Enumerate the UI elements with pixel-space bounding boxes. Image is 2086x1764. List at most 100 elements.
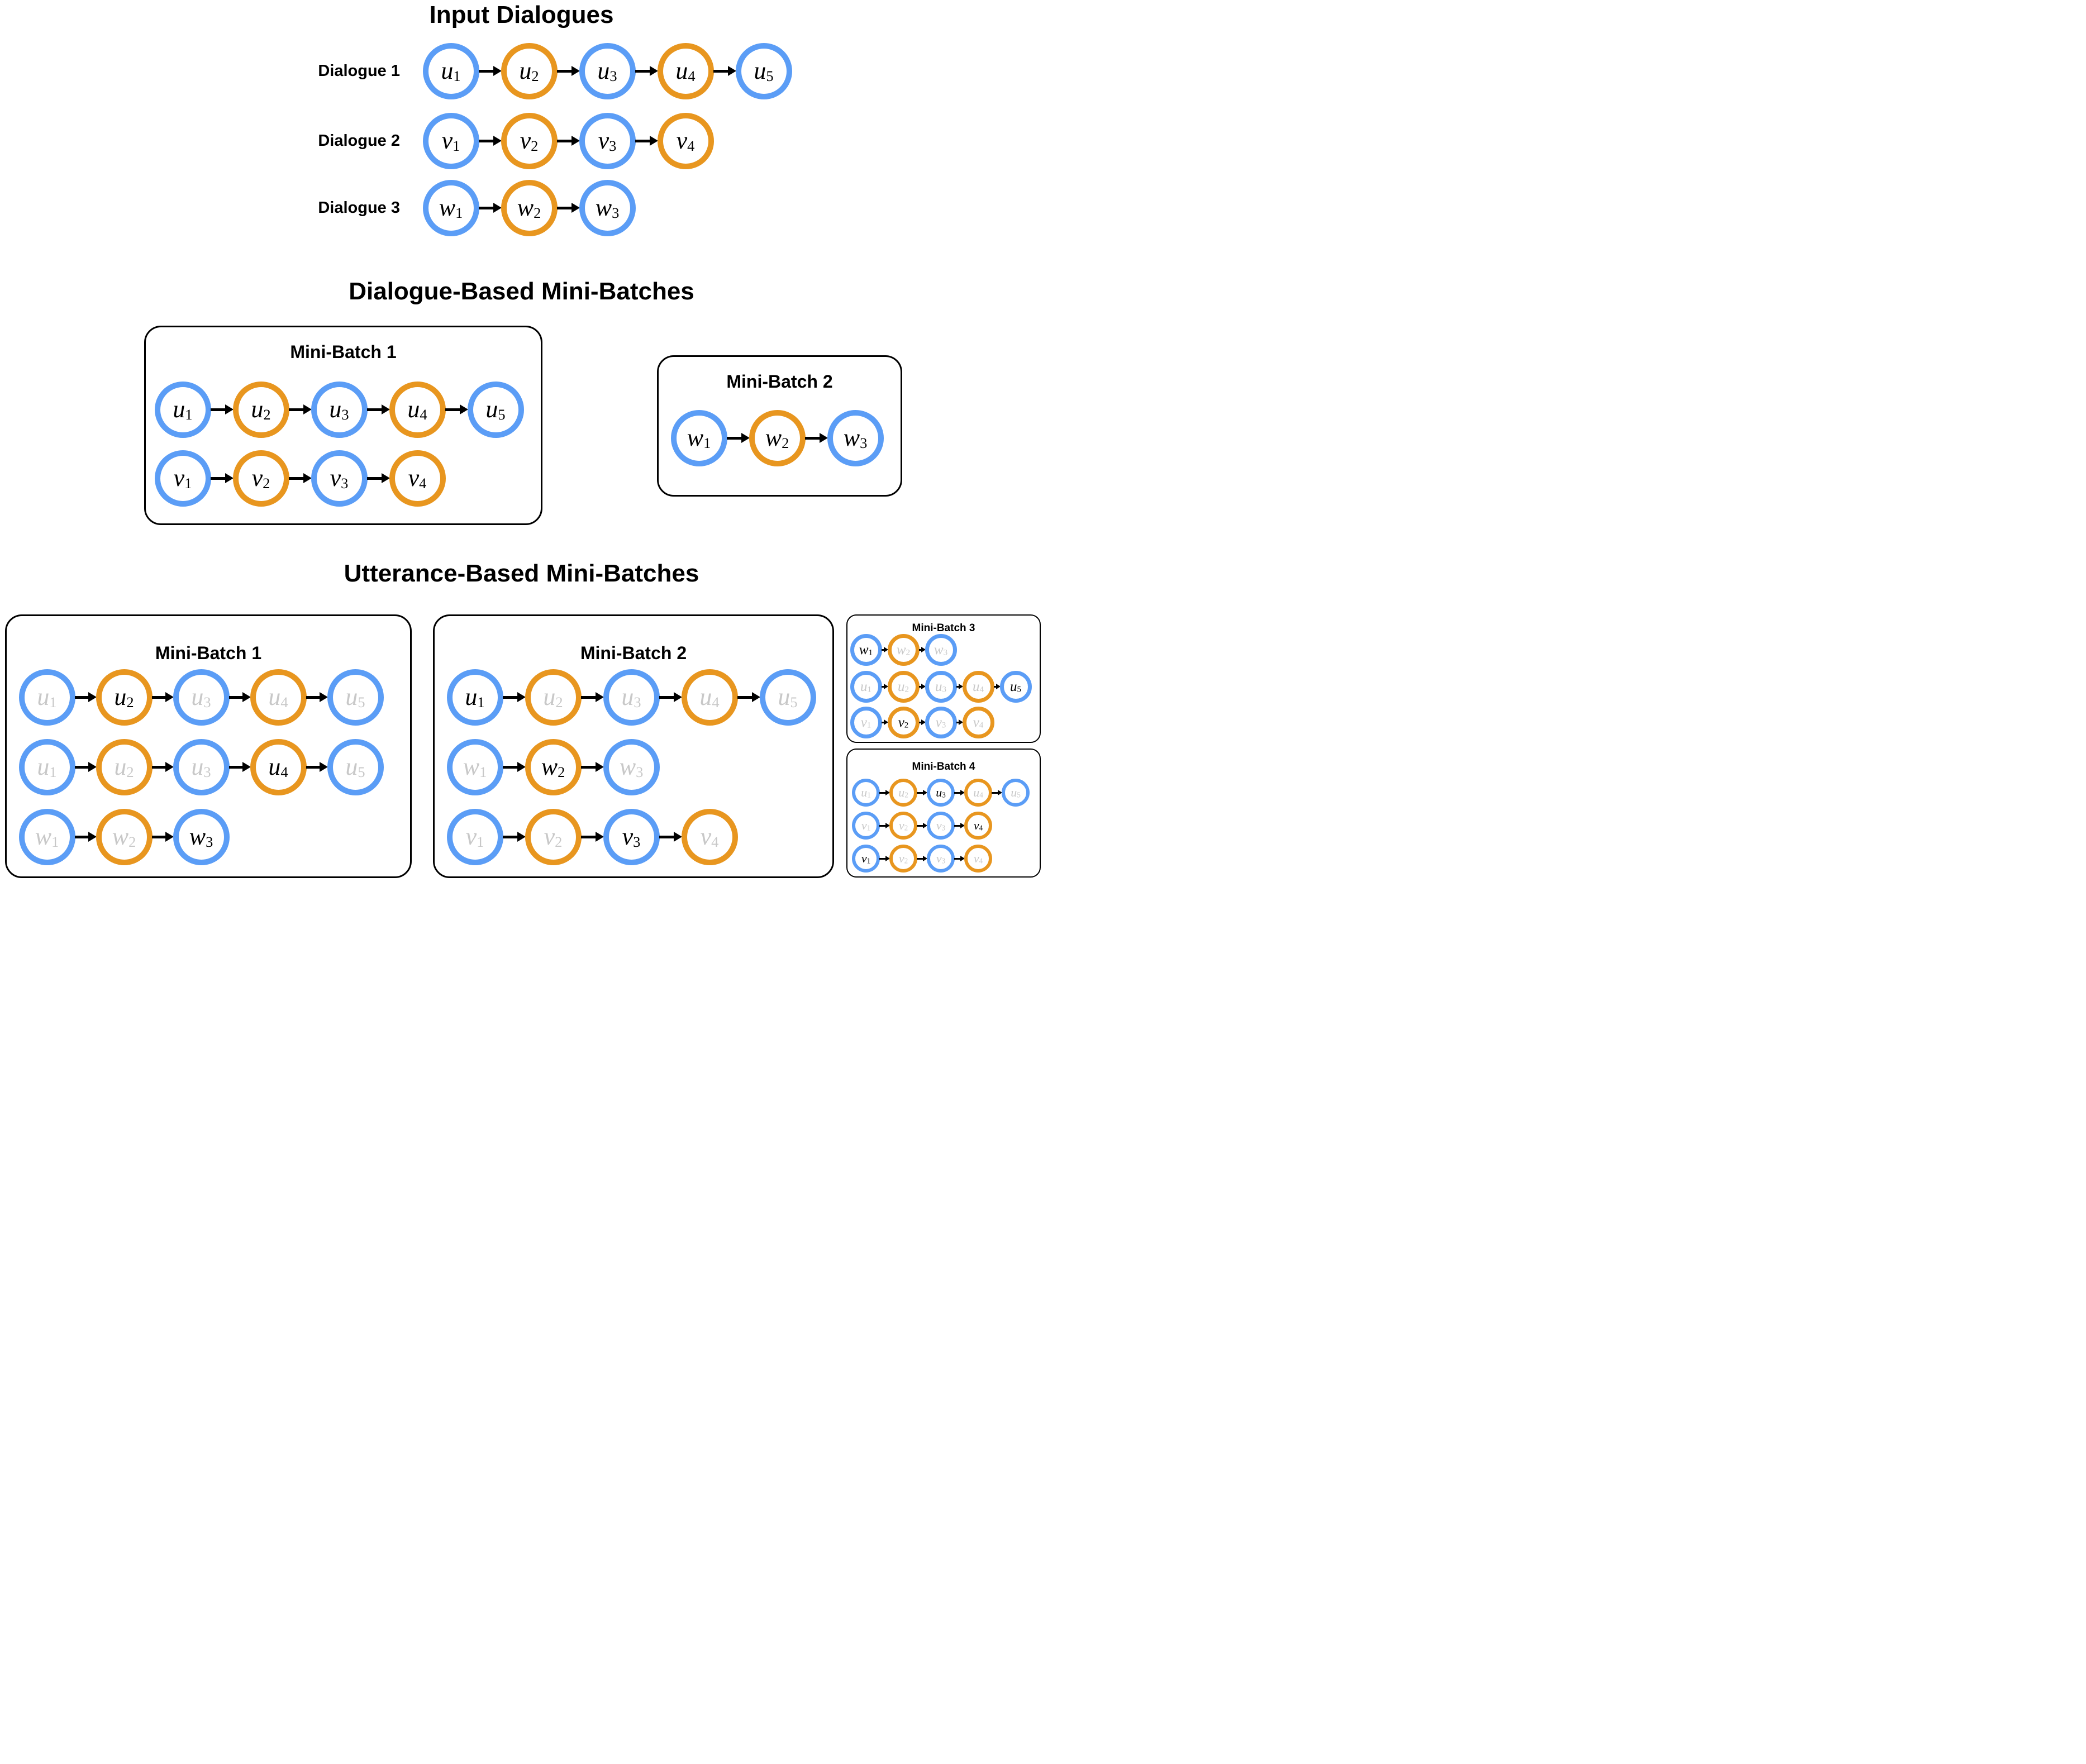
arrow-head: [727, 66, 736, 76]
arrow-icon: [288, 404, 312, 415]
arrow-icon: [659, 832, 682, 842]
arrow-head: [883, 719, 888, 725]
node-letter: v: [860, 714, 867, 730]
arrow-icon: [556, 66, 580, 77]
node-subscript: 4: [280, 694, 288, 711]
arrow-icon: [74, 832, 97, 842]
arrow-icon: [502, 762, 526, 773]
arrow-head: [885, 790, 890, 795]
arrow-head: [923, 856, 927, 861]
arrow-head: [493, 203, 502, 213]
node-letter: v: [861, 851, 867, 865]
node-subscript: 2: [906, 647, 911, 657]
node-subscript: 3: [341, 406, 349, 423]
arrow-icon: [954, 823, 965, 828]
arrow-shaft: [502, 695, 517, 699]
arrow-icon: [804, 433, 828, 444]
dialogue-based-minibatch-1-title: Mini-Batch 1: [290, 342, 397, 362]
arrow-icon: [478, 203, 502, 213]
arrow-shaft: [228, 695, 242, 699]
node-subscript: 1: [866, 720, 871, 730]
node-letter: u: [973, 679, 980, 694]
arrow-icon: [502, 832, 526, 842]
arrow-head: [998, 790, 1002, 795]
arrow-head: [883, 684, 888, 689]
arrow-head: [885, 823, 890, 828]
arrow-icon: [918, 684, 926, 689]
node-letter: w: [35, 823, 52, 850]
arrow-head: [595, 762, 604, 772]
arrow-icon: [74, 762, 97, 773]
node-letter: v: [898, 818, 904, 832]
node-letter: u: [114, 753, 127, 780]
arrow-head: [958, 719, 963, 725]
arrow-shaft: [635, 139, 650, 142]
arrow-icon: [659, 692, 682, 703]
node-letter: v: [700, 823, 712, 850]
arrow-shaft: [917, 824, 923, 827]
arrow-icon: [502, 692, 526, 703]
node-subscript: 4: [711, 833, 719, 851]
arrow-shaft: [918, 721, 921, 723]
node-subscript: 5: [790, 694, 798, 711]
arrow-shaft: [580, 835, 596, 838]
minibatch-figure: Input Dialogues Dialogue 1 Dialogue 2 Di…: [0, 0, 1043, 882]
arrow-icon: [580, 832, 604, 842]
arrow-head: [165, 692, 174, 702]
arrow-head: [225, 473, 234, 483]
arrow-shaft: [74, 765, 88, 769]
node-letter: u: [675, 57, 688, 84]
node-letter: w: [843, 424, 860, 451]
node-letter: u: [191, 683, 204, 711]
arrow-head: [303, 404, 312, 414]
node-letter: v: [973, 818, 979, 832]
node-subscript: 1: [49, 694, 57, 711]
arrow-head: [649, 136, 658, 146]
arrow-head: [921, 684, 926, 689]
node-letter: u: [519, 57, 532, 84]
arrow-icon: [917, 856, 927, 861]
arrow-shaft: [306, 765, 320, 769]
node-subscript: 1: [477, 694, 485, 711]
node-subscript: 4: [687, 137, 695, 155]
arrow-head: [88, 762, 97, 772]
node-letter: v: [973, 851, 979, 865]
arrow-head: [165, 832, 174, 842]
node-subscript: 1: [184, 475, 192, 492]
node-letter: w: [595, 194, 612, 221]
node-letter: v: [520, 127, 531, 154]
node-subscript: 4: [979, 720, 984, 730]
arrow-head: [883, 647, 888, 652]
node-subscript: 3: [942, 684, 947, 694]
arrow-head: [921, 647, 926, 652]
arrow-head: [673, 692, 682, 702]
arrow-icon: [306, 762, 328, 773]
arrow-shaft: [210, 408, 225, 411]
arrow-shaft: [635, 69, 650, 73]
utterance-based-minibatch-4-title: Mini-Batch 4: [912, 761, 975, 773]
arrow-icon: [306, 692, 328, 703]
arrow-head: [885, 856, 890, 861]
node-letter: u: [268, 683, 281, 711]
node-letter: v: [973, 714, 979, 730]
